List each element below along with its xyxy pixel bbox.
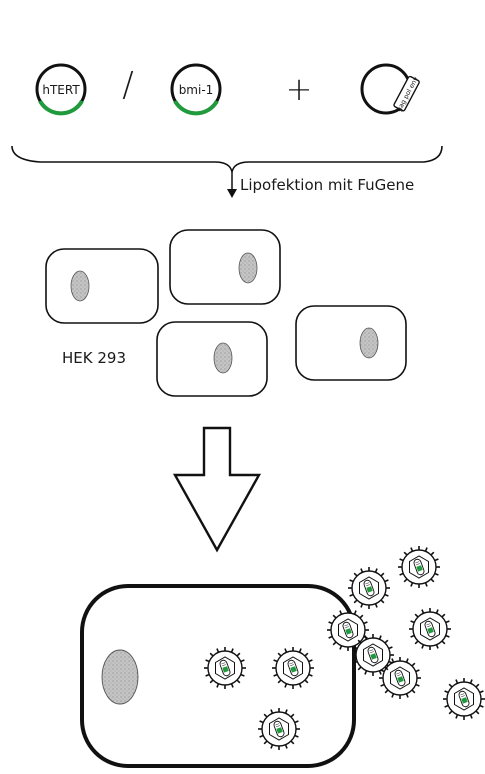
plasmid-htert-label: hTERT bbox=[42, 83, 80, 97]
plasmid-bmi1-label: bmi-1 bbox=[179, 83, 214, 97]
nucleus bbox=[359, 327, 379, 359]
process-label: Lipofektion mit FuGene bbox=[240, 176, 414, 194]
virus-particle bbox=[348, 567, 390, 609]
hek-cell bbox=[169, 229, 281, 305]
hek-cell bbox=[45, 248, 159, 324]
virus-particle bbox=[379, 657, 421, 699]
plasmid-htert-green-arc bbox=[38, 99, 84, 116]
plasmid-bmi1-green-arc bbox=[173, 99, 219, 116]
grouping-brace bbox=[11, 145, 443, 173]
cell-line-label: HEK 293 bbox=[62, 349, 126, 367]
virus-particle bbox=[204, 647, 246, 689]
plus-sign: + bbox=[286, 70, 313, 108]
virus-particle bbox=[352, 634, 394, 676]
virus-particle bbox=[272, 647, 314, 689]
hek-cell bbox=[295, 305, 407, 381]
brace-arrow-head bbox=[227, 189, 237, 198]
plasmid-htert: hTERT bbox=[35, 63, 87, 116]
nucleus bbox=[238, 252, 258, 284]
virus-particle bbox=[443, 678, 485, 720]
nucleus bbox=[213, 342, 233, 374]
down-arrow-icon bbox=[172, 426, 262, 553]
virus-particle bbox=[258, 708, 300, 750]
virus-particle bbox=[398, 546, 440, 588]
nucleus bbox=[70, 270, 90, 302]
nucleus bbox=[101, 649, 139, 705]
virus-particle bbox=[409, 608, 451, 650]
virus-particles bbox=[204, 546, 485, 750]
hek-cell bbox=[156, 321, 268, 397]
plasmid-bmi1: bmi-1 bbox=[170, 63, 222, 116]
packaging-insert-box bbox=[393, 75, 420, 112]
plasmid-separator: / bbox=[122, 65, 133, 105]
plasmid-packaging: gag pol env bbox=[360, 63, 420, 115]
virus-particle bbox=[327, 609, 369, 651]
